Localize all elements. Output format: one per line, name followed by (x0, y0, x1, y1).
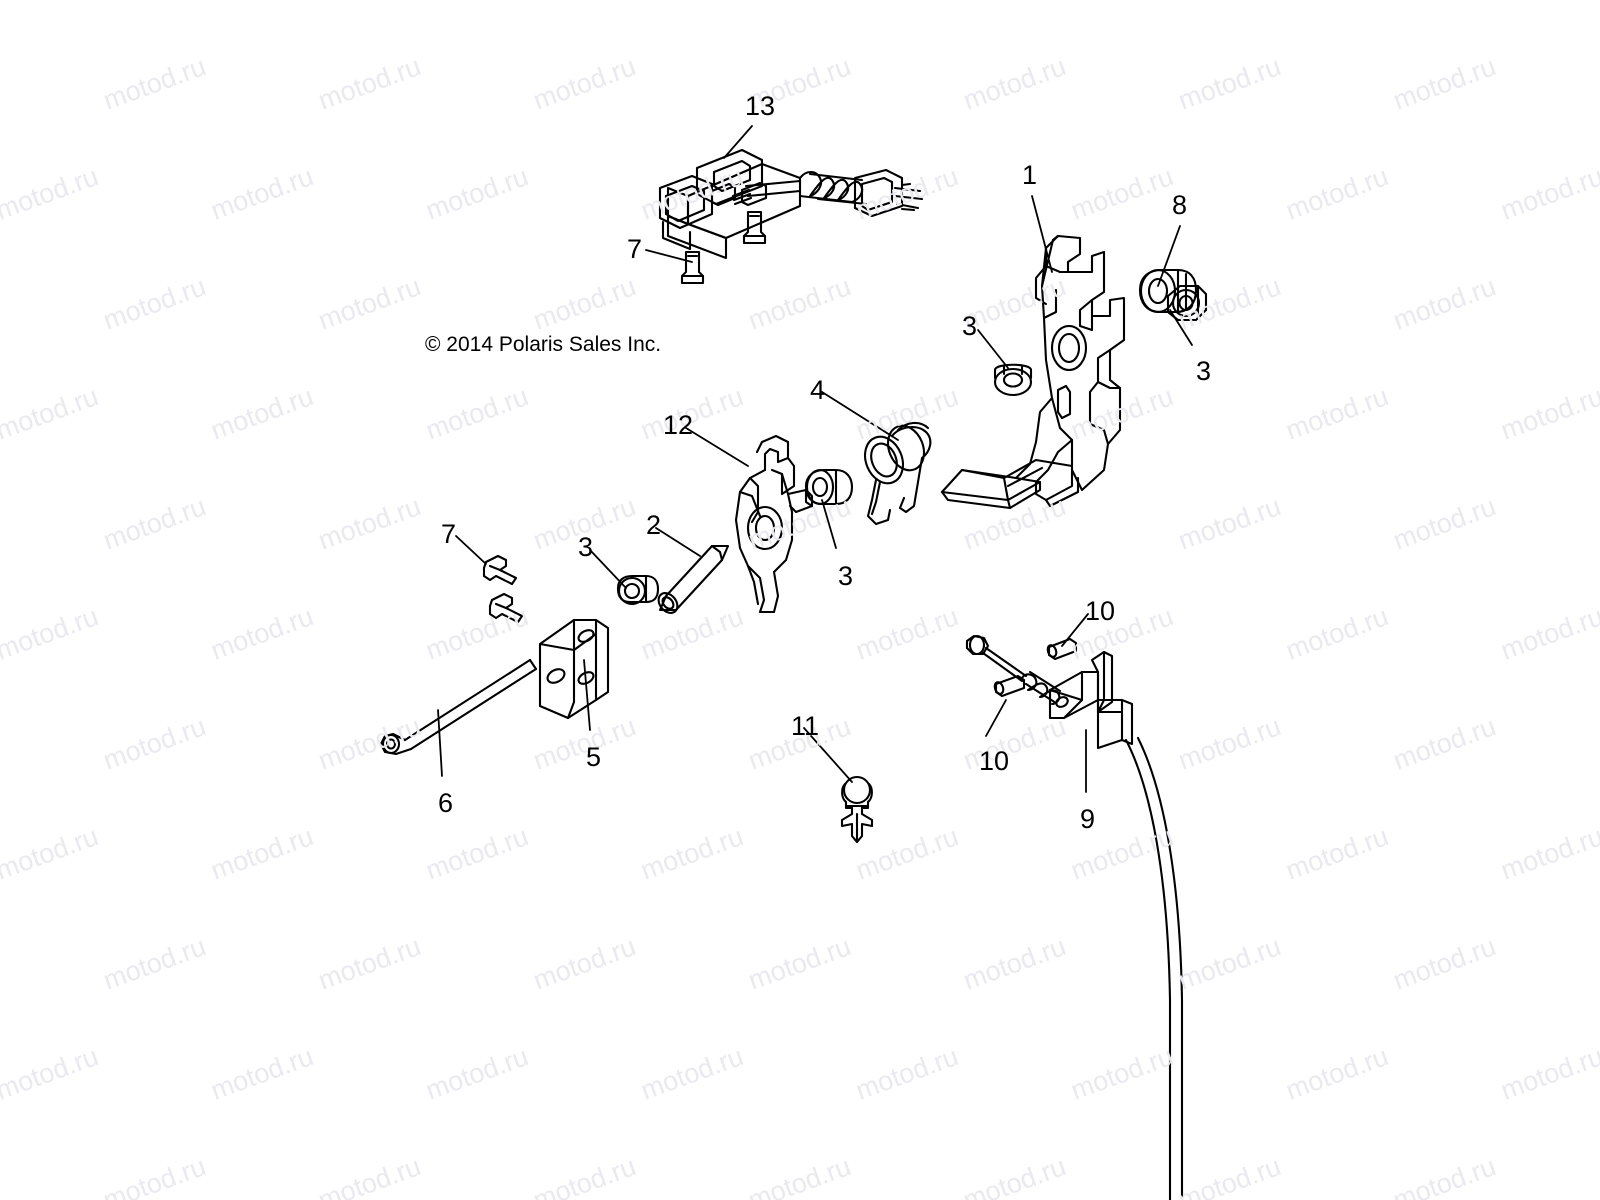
copyright-notice: © 2014 Polaris Sales Inc. (425, 333, 662, 356)
part-screw-upper-right (742, 210, 767, 245)
leader-lines (437, 125, 1193, 793)
part-screw-lower-b (488, 592, 524, 624)
part-pin-upper (1046, 637, 1078, 661)
callout-6: 6 (438, 788, 454, 818)
callout-13: 13 (745, 91, 776, 121)
part-brake-light-switch (658, 148, 924, 260)
part-screw-lower-a (482, 554, 518, 586)
part-long-bolt (379, 658, 538, 756)
callout-3a: 3 (962, 311, 978, 341)
callout-7b: 7 (441, 519, 457, 549)
callout-3c: 3 (838, 561, 854, 591)
callout-9: 9 (1080, 804, 1096, 834)
callout-12: 12 (663, 410, 694, 440)
part-bushing-bellcrank (804, 468, 854, 506)
callout-10a: 10 (1085, 596, 1116, 626)
callout-3d: 3 (578, 532, 594, 562)
part-brake-cable-assembly (965, 634, 1184, 1200)
callout-7a: 7 (627, 234, 643, 264)
part-bushing-pedal-left (993, 363, 1033, 397)
part-bushing-pedal-right (1138, 268, 1198, 314)
callout-4: 4 (810, 375, 826, 405)
part-mounting-bracket (538, 618, 610, 720)
callout-5: 5 (586, 742, 602, 772)
callout-8: 8 (1172, 190, 1188, 220)
part-return-spring (863, 421, 932, 526)
callout-3b: 3 (1196, 356, 1212, 386)
callout-11: 11 (791, 711, 820, 741)
part-cable-clip (840, 775, 874, 844)
callout-1: 1 (1022, 160, 1038, 190)
part-bellcrank-lever (734, 434, 814, 614)
part-spacer-tube (657, 544, 730, 614)
part-nut (1166, 284, 1208, 322)
callout-10b: 10 (979, 746, 1010, 776)
callout-2: 2 (646, 510, 662, 540)
part-brake-pedal (940, 234, 1126, 510)
part-bushing-spacer (616, 574, 660, 606)
part-pin-lower (993, 674, 1026, 698)
part-screw-upper-left (680, 250, 705, 285)
